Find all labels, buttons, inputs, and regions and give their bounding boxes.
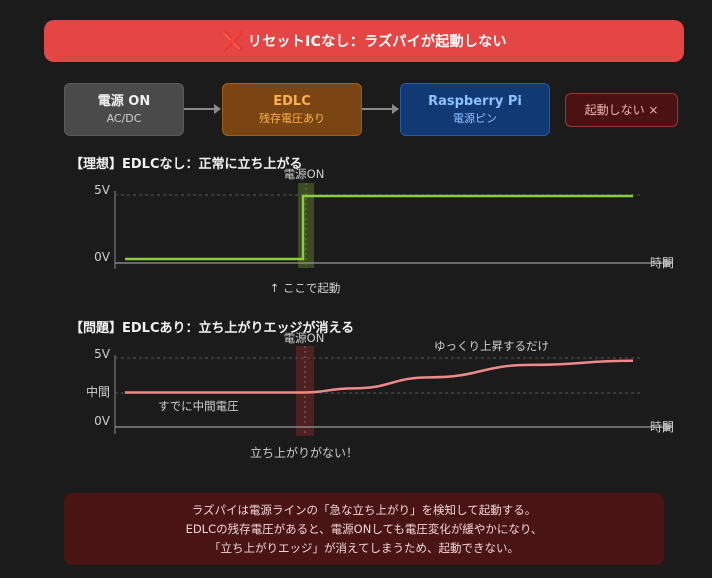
no-rising-edge-note: 立ち上がりがない！ [250, 445, 358, 460]
edlc-sub: 残存電圧あり [259, 112, 325, 125]
x-axis-label: 時間 [650, 256, 674, 270]
mid-voltage-annotation: すでに中間電圧 [158, 399, 239, 413]
power-on-label: 電源ON [284, 167, 325, 181]
edlc-box: EDLC 残存電圧あり [222, 83, 362, 136]
x-axis-label-2: 時間 [650, 420, 674, 434]
problem-voltage-line [124, 359, 634, 394]
ideal-voltage-line [125, 194, 633, 261]
explanation-line-2: EDLCの残存電圧があると、電源ONしても電圧変化が緩やかになり、 [185, 521, 543, 536]
arrow-power-to-edlc [184, 104, 221, 114]
edlc-title: EDLC [273, 94, 311, 109]
tick-5v: 5V [94, 183, 111, 197]
ideal-chart-title: 【理想】EDLCなし：正常に立ち上がる [70, 157, 303, 172]
raspberry-pi-sub: 電源ピン [453, 112, 497, 125]
slow-rise-annotation: ゆっくり上昇するだけ [434, 339, 549, 353]
ideal-chart: 5V 0V 電源ON 時間 ↑ ここで起動 [94, 167, 674, 295]
arrow-edlc-to-rpi [362, 104, 399, 114]
title-banner: ❌ リセットICなし：ラズパイが起動しない [44, 20, 684, 62]
boot-fail-label: 起動しない × [584, 102, 659, 117]
tick-0v-2: 0V [94, 414, 111, 428]
tick-5v-2: 5V [94, 347, 111, 361]
explanation-box: ラズパイは電源ラインの「急な立ち上がり」を検知して起動する。 EDLCの残存電圧… [64, 493, 664, 565]
raspberry-pi-box: Raspberry Pi 電源ピン [400, 83, 550, 136]
explanation-line-3: 「立ち上がりエッジ」が消えてしまうため、起動できない。 [209, 540, 519, 555]
problem-chart-title: 【問題】EDLCあり：立ち上がりエッジが消える [70, 321, 355, 336]
banner-title: リセットICなし：ラズパイが起動しない [247, 34, 507, 50]
boot-annotation: ↑ ここで起動 [270, 281, 341, 295]
explanation-line-1: ラズパイは電源ラインの「急な立ち上がり」を検知して起動する。 [191, 502, 537, 517]
raspberry-pi-title: Raspberry Pi [428, 94, 522, 109]
tick-0v: 0V [94, 250, 111, 264]
tick-mid: 中間 [86, 384, 110, 399]
cross-mark-icon: ❌ [221, 30, 244, 52]
power-on-label-2: 電源ON [284, 331, 325, 345]
boot-fail-badge: 起動しない × [565, 93, 678, 127]
power-on-title: 電源 ON [97, 94, 151, 109]
power-on-box: 電源 ON AC/DC [64, 83, 184, 136]
problem-chart: 5V 中間 0V 電源ON 時間 すでに中間電圧 ゆっくり上昇するだけ 立ち上が… [86, 331, 674, 460]
power-on-sub: AC/DC [106, 112, 142, 125]
